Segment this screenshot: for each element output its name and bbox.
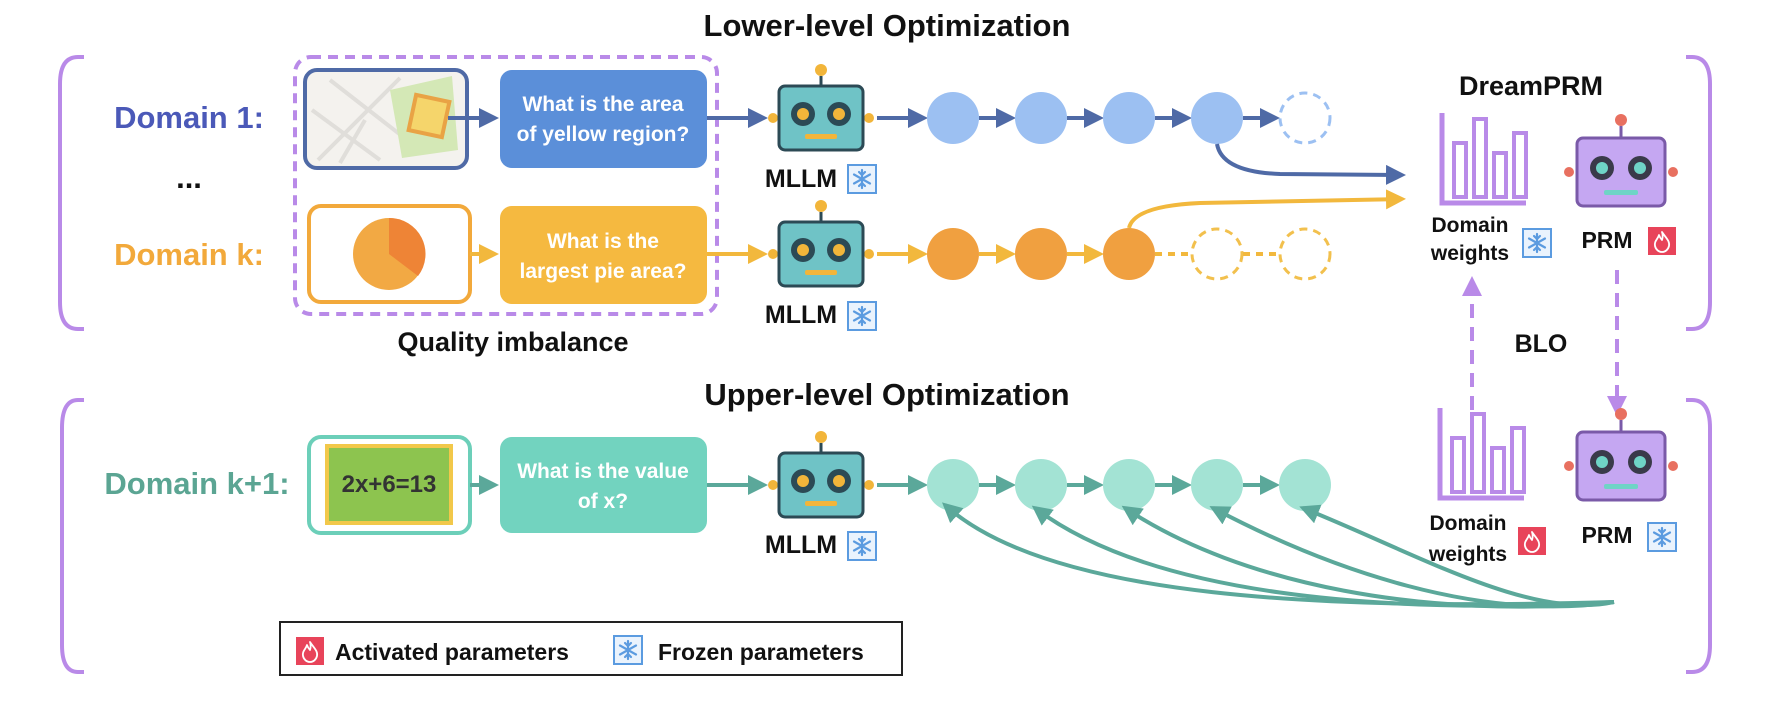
top-domain-weights-line1: Domain [1431,214,1508,237]
bottom-prm-frozen-snowflake-icon [1646,521,1678,553]
lower-bracket-right [1686,55,1712,331]
upper-bracket-right [1686,398,1712,674]
equation-image: 2x+6=13 [307,435,472,535]
top-prm-label: PRM [1581,227,1632,253]
legend: Activated parameters Frozen parameters [279,621,903,676]
bottom-domain-weights-bar-chart-icon [1440,408,1524,498]
dk-question-box [500,206,707,304]
d1-mllm-frozen-snowflake-icon [846,163,878,195]
d1-step-node [1103,92,1155,144]
top-prm-activated-flame-icon [1647,226,1677,256]
d1-step-node-dashed [1278,91,1332,145]
quality-imbalance-frame [293,55,719,316]
top-domain-weights-line2: weights [1430,242,1509,265]
domain-1-label: Domain 1: [114,100,264,135]
d1-question-box [500,70,707,168]
d1-reasoning-chain [877,91,1406,185]
dk1-mllm-frozen-snowflake-icon [846,530,878,562]
d1-question-line2: of yellow region? [517,123,690,146]
dk1-mllm-label: MLLM [765,531,837,559]
d1-step-node [1191,92,1243,144]
dk-reasoning-chain [877,189,1406,281]
dk1-step-node [1103,459,1155,511]
dk1-question-line1: What is the value [517,460,689,483]
upper-bracket-left [60,398,84,674]
dk1-step-node [1191,459,1243,511]
dk-step-node-dashed [1190,227,1244,281]
map-image [303,68,469,170]
lower-bracket-left [58,55,84,331]
top-domain-weights-frozen-snowflake-icon [1521,227,1553,259]
domain-k-label: Domain k: [114,237,264,272]
dk1-mllm-robot-icon [766,429,876,519]
domain-k1-label: Domain k+1: [104,466,289,501]
dreamprm-title: DreamPRM [1459,71,1603,101]
upper-level-title: Upper-level Optimization [704,377,1069,412]
top-domain-weights-bar-chart-icon [1442,113,1526,203]
dk-question-line2: largest pie area? [520,260,687,283]
ellipsis: ... [176,160,202,195]
dk1-question-line2: of x? [578,490,628,513]
dk-mllm-robot-icon [766,198,876,288]
legend-activated-label: Activated parameters [335,639,569,665]
dk-question-line1: What is the [547,230,659,253]
bottom-domain-weights-activated-flame-icon [1517,526,1547,556]
bottom-domain-weights-line2: weights [1428,543,1507,566]
dk-mllm-label: MLLM [765,301,837,329]
dk1-reasoning-chain [877,459,1615,609]
bottom-domain-weights-line1: Domain [1429,512,1506,535]
dk-step-node [1103,228,1155,280]
equation-text: 2x+6=13 [342,471,437,498]
dk1-step-node [1015,459,1067,511]
d1-step-node [1015,92,1067,144]
dk-step-node [1015,228,1067,280]
bottom-prm-robot-icon [1562,406,1680,502]
d1-question-line1: What is the area [522,93,683,116]
top-prm-robot-icon [1562,112,1680,208]
legend-flame-icon [295,636,325,666]
dk1-step-node [927,459,979,511]
d1-mllm-label: MLLM [765,165,837,193]
d1-mllm-robot-icon [766,62,876,152]
blo-label: BLO [1515,330,1568,358]
pie-image [307,204,472,304]
dk-step-node [927,228,979,280]
legend-snowflake-icon [612,634,644,666]
legend-frozen-label: Frozen parameters [658,639,864,665]
dk1-question-box [500,437,707,533]
dk-mllm-frozen-snowflake-icon [846,300,878,332]
quality-imbalance-label: Quality imbalance [397,327,628,357]
d1-step-node [927,92,979,144]
dk1-step-node [1279,459,1331,511]
dk-step-node-dashed [1278,227,1332,281]
bottom-prm-label: PRM [1581,522,1632,548]
lower-level-title: Lower-level Optimization [704,8,1071,43]
